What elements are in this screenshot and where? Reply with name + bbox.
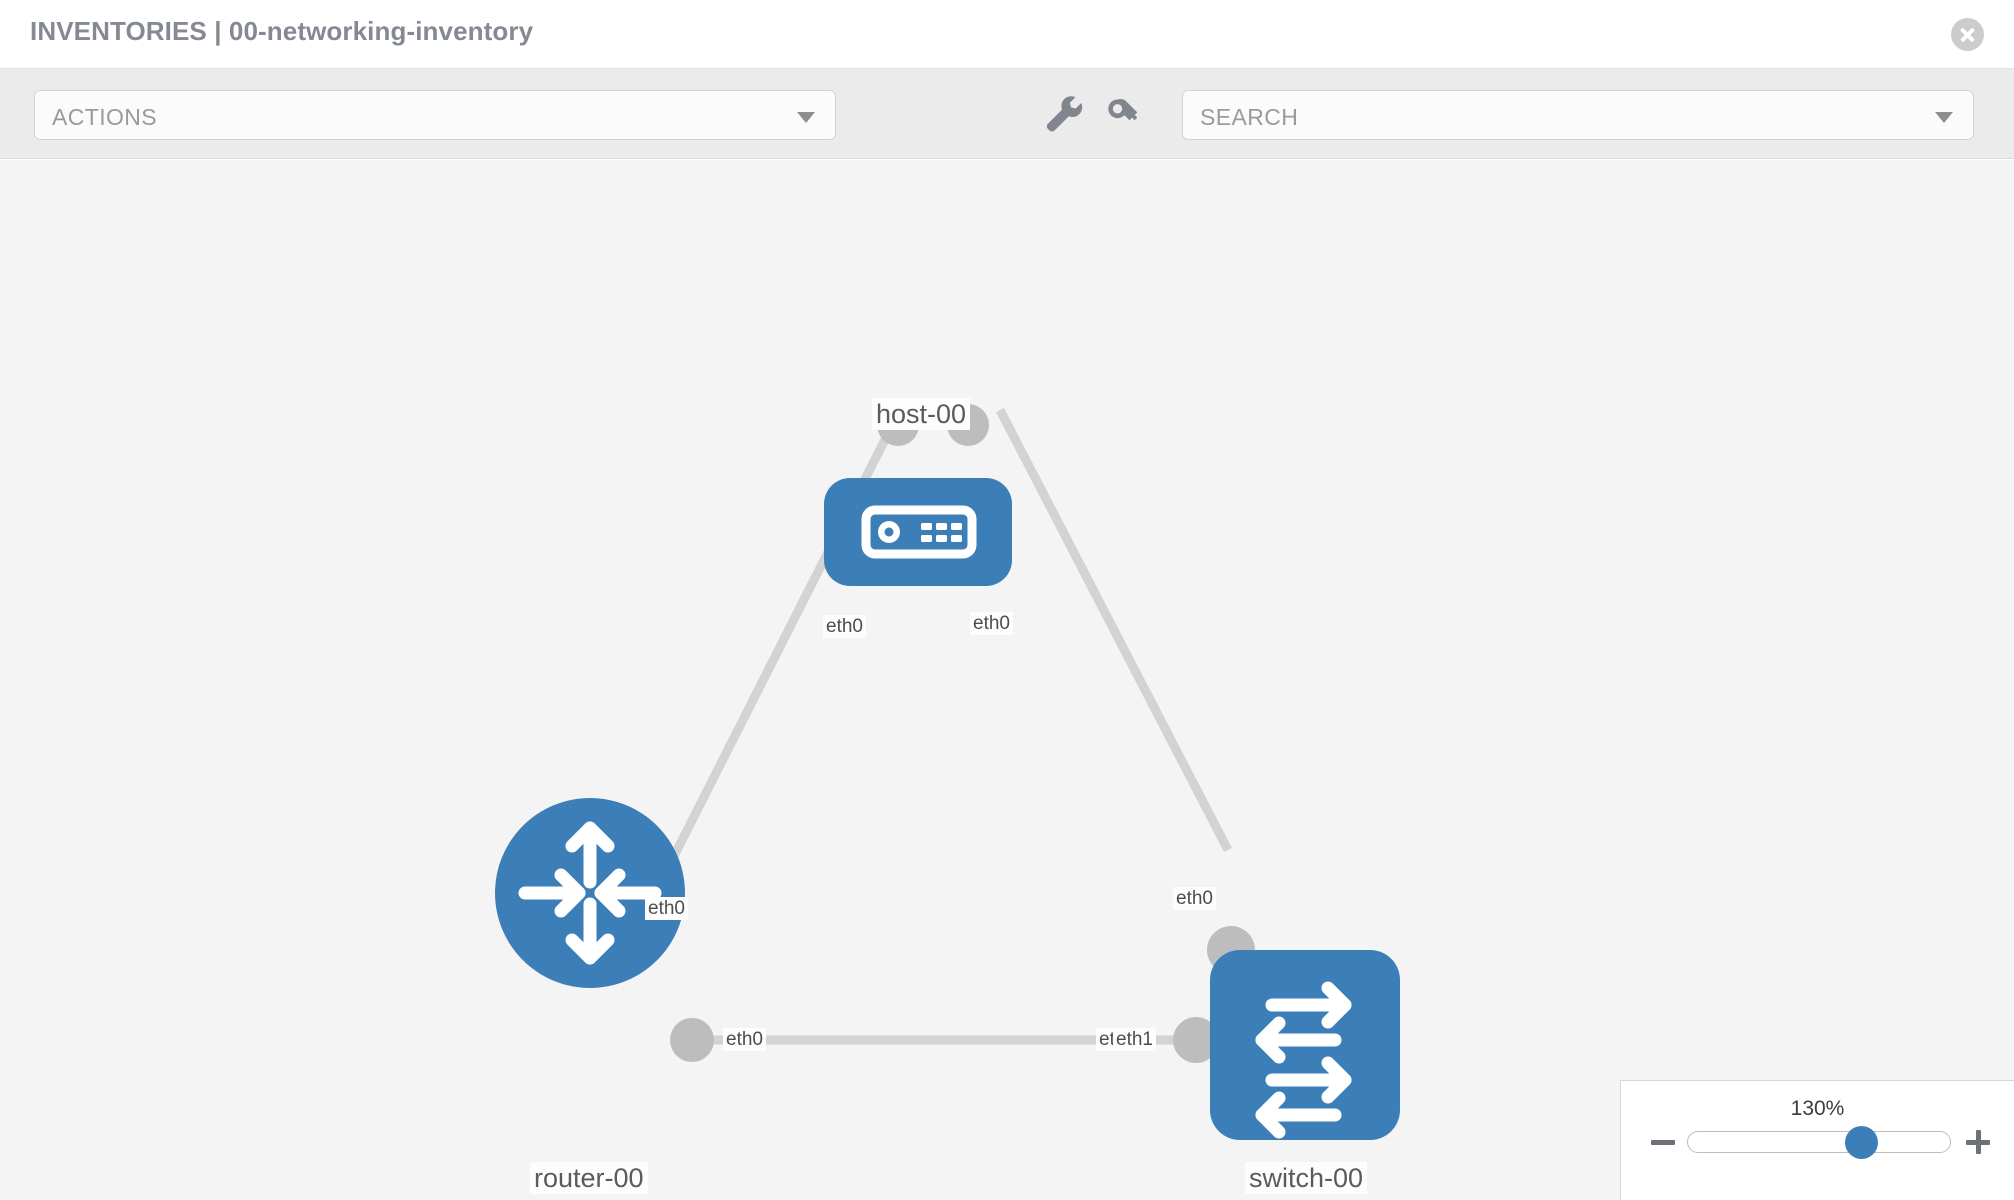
key-icon[interactable]: [1100, 90, 1148, 138]
node-switch-00: [1210, 950, 1400, 1140]
chevron-down-icon: [797, 112, 815, 123]
iface-label-router-eth0-north[interactable]: eth0: [645, 897, 688, 921]
topology-graph: [495, 404, 1400, 1140]
zoom-slider-thumb[interactable]: [1844, 1126, 1878, 1159]
page-title: INVENTORIES | 00-networking-inventory: [30, 16, 534, 46]
topology-canvas[interactable]: host-00 router-00 switch-00 eth0 eth0 et…: [0, 160, 2014, 1200]
iface-label-switch-eth1-west[interactable]: eth1: [1113, 1028, 1156, 1052]
node-label-router-00[interactable]: router-00: [530, 1162, 648, 1195]
actions-dropdown-label: ACTIONS: [52, 104, 158, 130]
switch-arrows-icon: [1255, 981, 1352, 1139]
search-placeholder: SEARCH: [1200, 104, 1299, 130]
close-icon[interactable]: [1951, 18, 1984, 51]
zoom-slider[interactable]: [1687, 1126, 1951, 1159]
node-label-host-00[interactable]: host-00: [872, 398, 971, 431]
search-input[interactable]: SEARCH: [1182, 90, 1974, 140]
iface-label-switch-eth0-north[interactable]: eth0: [1173, 887, 1216, 911]
zoom-out-button[interactable]: [1649, 1128, 1677, 1156]
zoom-control-panel: 130%: [1620, 1080, 2014, 1200]
node-label-switch-00[interactable]: switch-00: [1245, 1162, 1368, 1195]
node-router-00: [495, 798, 685, 988]
page-header: INVENTORIES | 00-networking-inventory: [0, 0, 2014, 69]
port-switch-west: [1173, 1017, 1219, 1063]
port-router-east: [670, 1018, 714, 1062]
actions-dropdown[interactable]: ACTIONS: [34, 90, 836, 140]
zoom-level-value: 130%: [1790, 1097, 1845, 1120]
iface-label-router-eth0-east[interactable]: eth0: [723, 1028, 766, 1052]
iface-label-host-eth0-right[interactable]: eth0: [970, 612, 1013, 636]
chevron-down-icon: [1935, 112, 1953, 123]
router-arrows-icon: [518, 821, 662, 965]
wrench-icon[interactable]: [1040, 90, 1088, 138]
server-icon: [861, 505, 977, 559]
zoom-in-button[interactable]: [1964, 1128, 1992, 1156]
toolbar: ACTIONS SEARCH: [0, 69, 2014, 159]
node-host-00: [824, 478, 1012, 586]
iface-label-host-eth0-left[interactable]: eth0: [823, 615, 866, 639]
link-host-switch: [996, 407, 1232, 853]
